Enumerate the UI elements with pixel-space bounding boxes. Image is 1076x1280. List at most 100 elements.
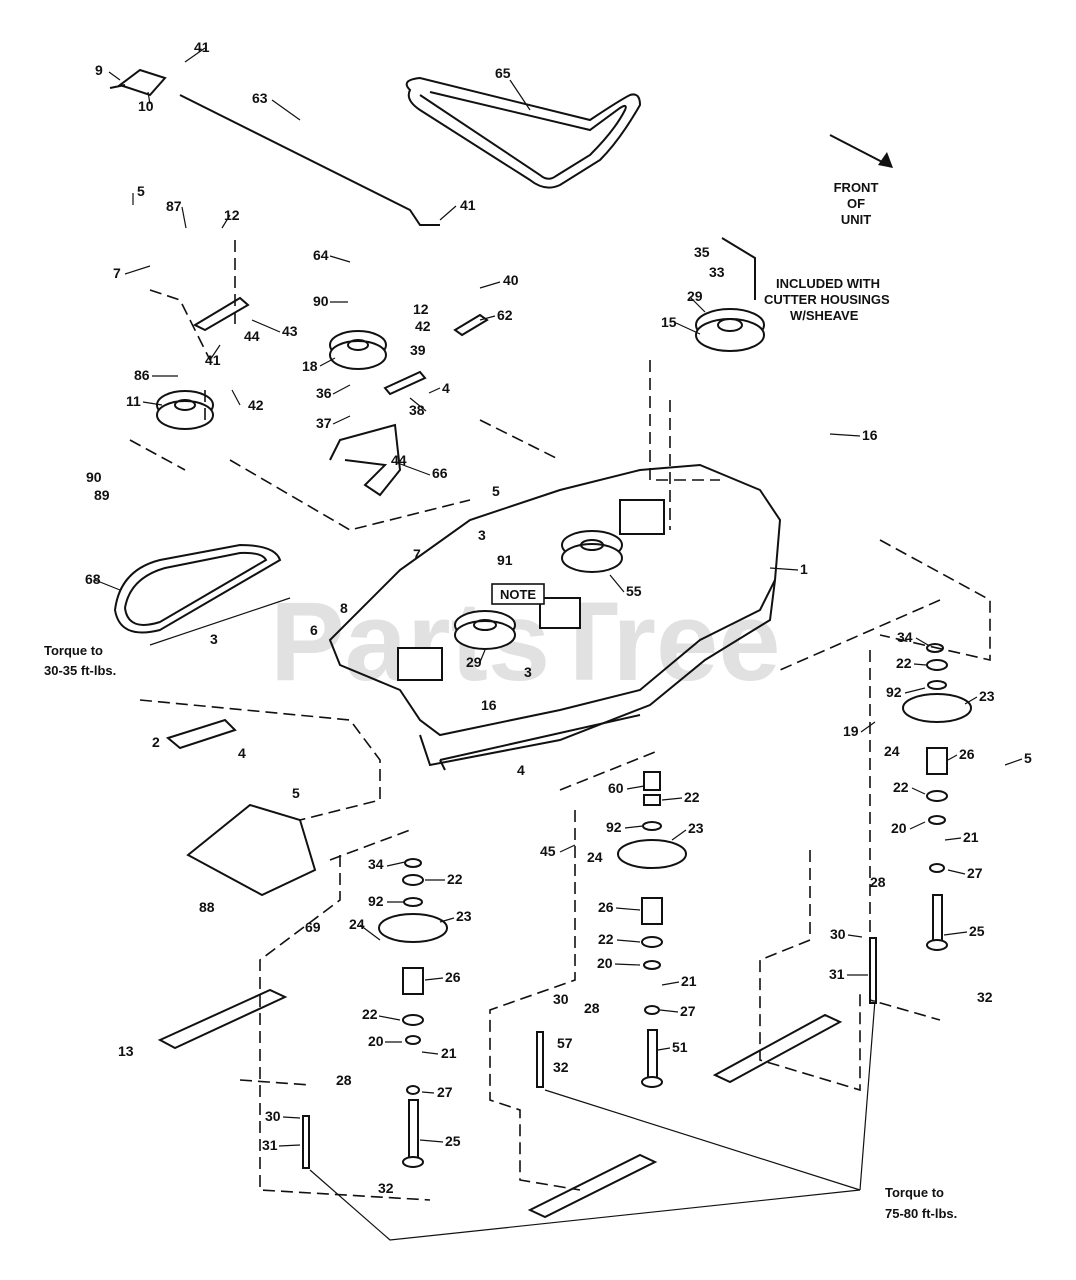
callout-3: 3 bbox=[524, 664, 532, 680]
front-of-unit-label: FRONT OF UNIT bbox=[834, 180, 879, 227]
callout-44: 44 bbox=[244, 328, 260, 344]
spindle-assembly-right bbox=[869, 643, 972, 1004]
callout-23: 23 bbox=[979, 688, 995, 704]
idler-arm-43 bbox=[192, 296, 250, 332]
callout-16: 16 bbox=[481, 697, 497, 713]
deck-bracket-plate bbox=[619, 499, 665, 535]
callout-18: 18 bbox=[302, 358, 318, 374]
callout-33: 33 bbox=[709, 264, 725, 280]
callout-5: 5 bbox=[492, 483, 500, 499]
pulley-29 bbox=[454, 610, 516, 650]
callout-38: 38 bbox=[409, 402, 425, 418]
idler-arm-62 bbox=[453, 313, 489, 337]
belt-68 bbox=[113, 543, 282, 634]
pulley-15 bbox=[695, 308, 765, 352]
callout-20: 20 bbox=[597, 955, 613, 971]
torque-leader-left bbox=[309, 1169, 861, 1241]
deck-bracket-plate bbox=[539, 597, 581, 629]
pulley-18 bbox=[329, 330, 387, 370]
callout-36: 36 bbox=[316, 385, 332, 401]
callout-28: 28 bbox=[584, 1000, 600, 1016]
callout-32: 32 bbox=[977, 989, 993, 1005]
callout-68: 68 bbox=[85, 571, 101, 587]
torque-leader-right bbox=[859, 999, 876, 1191]
callout-leaders bbox=[94, 47, 1023, 1147]
callout-43: 43 bbox=[282, 323, 298, 339]
callout-21: 21 bbox=[441, 1045, 457, 1061]
svg-text:FRONT: FRONT bbox=[834, 180, 879, 195]
callout-24: 24 bbox=[884, 743, 900, 759]
svg-text:CUTTER HOUSINGS: CUTTER HOUSINGS bbox=[764, 292, 890, 307]
callout-22: 22 bbox=[896, 655, 912, 671]
callout-7: 7 bbox=[113, 265, 121, 281]
callout-86: 86 bbox=[134, 367, 150, 383]
callout-4: 4 bbox=[517, 762, 525, 778]
svg-text:INCLUDED WITH: INCLUDED WITH bbox=[776, 276, 880, 291]
callout-27: 27 bbox=[967, 865, 983, 881]
front-arrow-icon bbox=[829, 134, 893, 168]
callout-5: 5 bbox=[137, 183, 145, 199]
callout-32: 32 bbox=[378, 1180, 394, 1196]
callout-65: 65 bbox=[495, 65, 511, 81]
callout-27: 27 bbox=[437, 1084, 453, 1100]
svg-text:30-35 ft-lbs.: 30-35 ft-lbs. bbox=[44, 663, 116, 678]
callout-90: 90 bbox=[86, 469, 102, 485]
svg-text:UNIT: UNIT bbox=[841, 212, 871, 227]
callout-60: 60 bbox=[608, 780, 624, 796]
guide-center-column bbox=[489, 749, 661, 1191]
callout-29: 29 bbox=[687, 288, 703, 304]
callout-28: 28 bbox=[870, 874, 886, 890]
callout-89: 89 bbox=[94, 487, 110, 503]
callout-30: 30 bbox=[553, 991, 569, 1007]
callout-22: 22 bbox=[684, 789, 700, 805]
callout-62: 62 bbox=[497, 307, 513, 323]
shaft-38 bbox=[383, 370, 427, 396]
callout-22: 22 bbox=[598, 931, 614, 947]
callout-45: 45 bbox=[540, 843, 556, 859]
callout-92: 92 bbox=[368, 893, 384, 909]
svg-text:Torque to: Torque to bbox=[885, 1185, 944, 1200]
callout-30: 30 bbox=[830, 926, 846, 942]
callout-41: 41 bbox=[194, 39, 210, 55]
callout-42: 42 bbox=[248, 397, 264, 413]
torque-leader-upper bbox=[149, 597, 291, 646]
torque-note-left: Torque to 30-35 ft-lbs. bbox=[44, 643, 116, 678]
callout-41: 41 bbox=[205, 352, 221, 368]
callout-20: 20 bbox=[368, 1033, 384, 1049]
callout-25: 25 bbox=[445, 1133, 461, 1149]
callout-4: 4 bbox=[238, 745, 246, 761]
callout-16: 16 bbox=[862, 427, 878, 443]
callout-34: 34 bbox=[368, 856, 384, 872]
deflector-88 bbox=[186, 803, 317, 897]
callout-24: 24 bbox=[349, 916, 365, 932]
callout-88: 88 bbox=[199, 899, 215, 915]
callout-27: 27 bbox=[680, 1003, 696, 1019]
callout-23: 23 bbox=[456, 908, 472, 924]
callout-42: 42 bbox=[415, 318, 431, 334]
callout-5: 5 bbox=[1024, 750, 1032, 766]
callout-32: 32 bbox=[553, 1059, 569, 1075]
callout-28: 28 bbox=[336, 1072, 352, 1088]
callout-63: 63 bbox=[252, 90, 268, 106]
belt-65 bbox=[405, 76, 642, 189]
cable-assembly bbox=[109, 68, 440, 226]
callout-22: 22 bbox=[362, 1006, 378, 1022]
callout-8: 8 bbox=[340, 600, 348, 616]
callout-3: 3 bbox=[210, 631, 218, 647]
callout-91: 91 bbox=[497, 552, 513, 568]
note-box: NOTE bbox=[491, 583, 545, 605]
svg-text:NOTE: NOTE bbox=[500, 587, 536, 602]
guide-left-column bbox=[239, 829, 431, 1201]
callout-20: 20 bbox=[891, 820, 907, 836]
callout-15: 15 bbox=[661, 314, 677, 330]
callout-69: 69 bbox=[305, 919, 321, 935]
callout-13: 13 bbox=[118, 1043, 134, 1059]
callout-34: 34 bbox=[897, 629, 913, 645]
callout-92: 92 bbox=[886, 684, 902, 700]
callout-12: 12 bbox=[413, 301, 429, 317]
callout-26: 26 bbox=[445, 969, 461, 985]
callout-57: 57 bbox=[557, 1035, 573, 1051]
callout-90: 90 bbox=[313, 293, 329, 309]
callout-11: 11 bbox=[126, 393, 141, 409]
